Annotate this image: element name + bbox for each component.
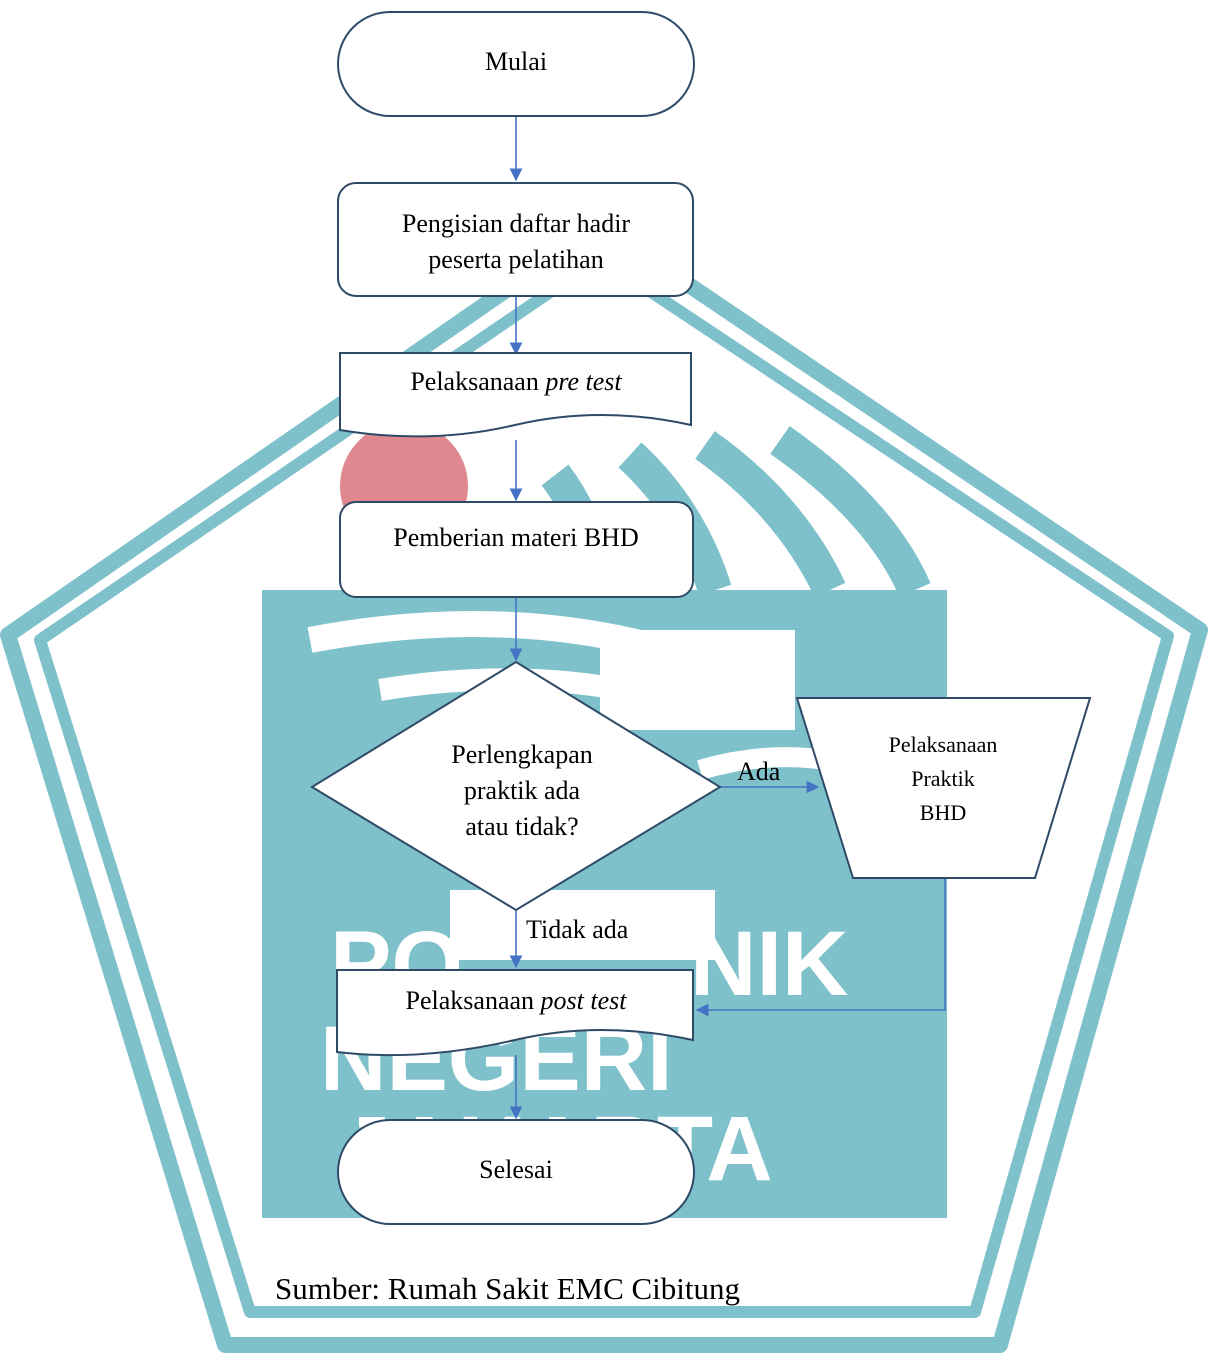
node-posttest-label: Pelaksanaan post test <box>406 986 628 1015</box>
connectors <box>509 116 946 1120</box>
edge-label-no: Tidak ada <box>526 915 629 944</box>
node-start-label: Mulai <box>485 47 547 76</box>
edge-label-yes: Ada <box>737 757 781 786</box>
node-attendance-line2: peserta pelatihan <box>428 245 603 274</box>
watermark-logo: PO NIK NEGERI JAKARTA <box>0 217 1208 1353</box>
node-end-label: Selesai <box>479 1155 553 1184</box>
node-material: Pemberian materi BHD <box>339 501 694 598</box>
node-practice-line3: BHD <box>920 800 966 825</box>
node-start: Mulai <box>337 11 695 117</box>
node-attendance-line1: Pengisian daftar hadir <box>402 209 630 238</box>
node-decision: Perlengkapan praktik ada atau tidak? <box>310 660 722 912</box>
node-decision-line1: Perlengkapan <box>451 740 593 769</box>
node-decision-line2: praktik ada <box>464 776 581 805</box>
node-practice-line2: Praktik <box>911 766 975 791</box>
node-material-label: Pemberian materi BHD <box>393 523 639 552</box>
node-practice: Pelaksanaan Praktik BHD <box>795 697 1092 879</box>
node-attendance: Pengisian daftar hadir peserta pelatihan <box>337 182 694 297</box>
node-decision-line3: atau tidak? <box>465 812 578 841</box>
edge-practice-posttest <box>695 876 946 1017</box>
node-end: Selesai <box>337 1119 695 1225</box>
node-pretest-label: Pelaksanaan pre test <box>410 367 622 396</box>
node-posttest: Pelaksanaan post test <box>336 969 694 1057</box>
watermark-text-2: NIK <box>690 913 848 1015</box>
node-practice-line1: Pelaksanaan <box>889 732 998 757</box>
node-pretest: Pelaksanaan pre test <box>339 352 692 438</box>
figure-caption: Sumber: Rumah Sakit EMC Cibitung <box>275 1271 740 1306</box>
